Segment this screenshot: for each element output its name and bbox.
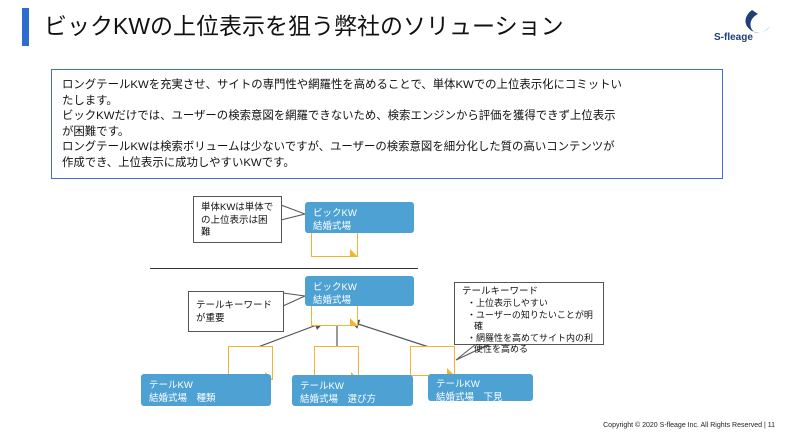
right-callout-item: ・上位表示しやすい bbox=[467, 298, 548, 308]
tail-kw-box-3: テールKW 結婚式場 下見 bbox=[428, 374, 533, 403]
tail-document-icon bbox=[410, 346, 455, 376]
title-accent-bar bbox=[22, 8, 29, 46]
description-line: ビックKWだけでは、ユーザーの検索意図を網羅できないため、検索エンジンから評価を… bbox=[62, 110, 616, 122]
top-callout-line: の上位表示は困 bbox=[201, 214, 268, 226]
bottom-big-kw-box: ビックKW 結婚式場 bbox=[305, 276, 414, 306]
right-callout-item: ・ユーザーの知りたいことが明確 bbox=[467, 309, 593, 332]
tail-kw-label: テールKW bbox=[436, 379, 480, 390]
right-callout-item: ・網羅性を高めてサイト内の利便性を高める bbox=[467, 332, 594, 355]
left-callout-line: が重要 bbox=[196, 312, 225, 324]
top-big-kw-label: ビックKW bbox=[313, 208, 357, 219]
description-line: ロングテールKWは検索ボリュームは少ないですが、ユーザーの検索意図を細分化した質… bbox=[62, 141, 615, 153]
description-line: ロングテールKWを充実させ、サイトの専門性や網羅性を高めることで、単体KWでの上… bbox=[62, 79, 622, 91]
right-callout-title: テールキーワード bbox=[462, 286, 539, 297]
tail-kw-box-2: テールKW 結婚式場 選び方 bbox=[292, 375, 413, 406]
description-line: 作成でき、上位表示に成功しやすいKWです。 bbox=[62, 156, 295, 169]
top-callout-line: 単体KWは単体で bbox=[201, 202, 274, 213]
bottom-big-kw-label: ビックKW bbox=[313, 282, 357, 293]
description-line: が困難です。 bbox=[62, 125, 130, 138]
tail-kw-term: 結婚式場 選び方 bbox=[300, 394, 377, 405]
top-callout: 単体KWは単体で の上位表示は困 難 bbox=[193, 196, 282, 243]
section-divider bbox=[150, 268, 418, 269]
brand-logo-text: S-fleage bbox=[714, 32, 753, 43]
description-box: ロングテールKWを充実させ、サイトの専門性や網羅性を高めることで、単体KWでの上… bbox=[51, 69, 723, 179]
tail-kw-box-1: テールKW 結婚式場 種類 bbox=[141, 374, 271, 406]
tail-kw-label: テールKW bbox=[149, 380, 193, 391]
footer: Copyright © 2020 S-fleage Inc. All Right… bbox=[603, 422, 775, 429]
tail-kw-label: テールKW bbox=[300, 381, 344, 392]
description-line: たします。 bbox=[62, 94, 118, 107]
top-big-kw-term: 結婚式場 bbox=[313, 221, 352, 232]
right-callout: テールキーワード ・上位表示しやすい ・ユーザーの知りたいことが明確 ・網羅性を… bbox=[454, 282, 604, 354]
left-callout: テールキーワード が重要 bbox=[188, 291, 284, 332]
bottom-big-kw-term: 結婚式場 bbox=[313, 295, 352, 306]
footer-separator: | bbox=[763, 422, 766, 429]
tail-kw-term: 結婚式場 種類 bbox=[149, 393, 216, 404]
brand-logo-icon bbox=[745, 10, 770, 33]
top-callout-line: 難 bbox=[201, 227, 211, 238]
left-callout-line: テールキーワード bbox=[196, 300, 273, 311]
tail-kw-term: 結婚式場 下見 bbox=[436, 392, 503, 403]
page-title: ビックKWの上位表示を狙う弊社のソリューション bbox=[44, 13, 564, 39]
top-big-kw-box: ビックKW 結婚式場 bbox=[305, 202, 414, 233]
copyright-text: Copyright © 2020 S-fleage Inc. All Right… bbox=[603, 422, 762, 429]
page-number: 11 bbox=[767, 422, 775, 429]
